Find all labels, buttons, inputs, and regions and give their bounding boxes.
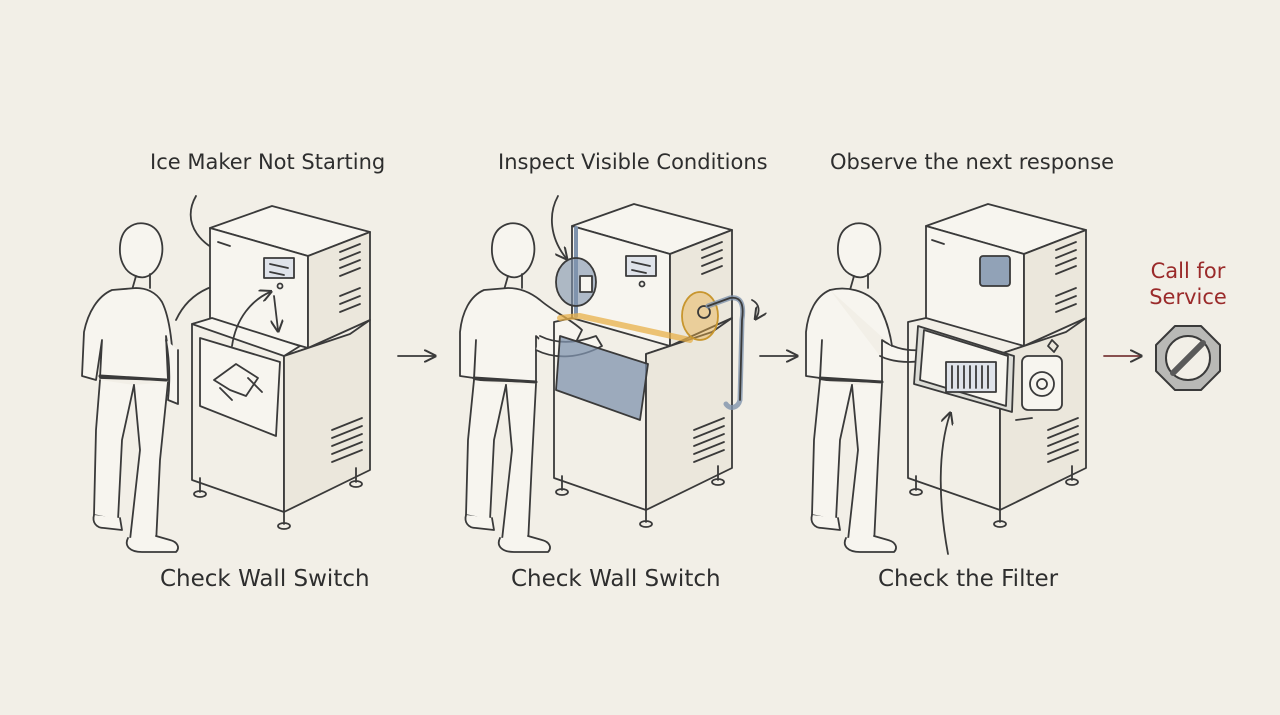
- step-3-bottom-label: Check the Filter: [878, 566, 1059, 592]
- step-3-top-label: Observe the next response: [830, 150, 1115, 174]
- ice-machine-2: [553, 203, 759, 528]
- ice-machine-3: [907, 203, 1087, 555]
- panel-3: [805, 203, 1087, 555]
- person-figure-1: [81, 222, 179, 553]
- step-2-bottom-label: Check Wall Switch: [511, 566, 721, 592]
- ice-machine-1: [191, 205, 371, 530]
- panel-1: [81, 195, 371, 553]
- no-entry-icon: [1155, 325, 1221, 391]
- call-for-service-label: Call for Service: [1149, 259, 1227, 309]
- step-1-bottom-label: Check Wall Switch: [160, 566, 370, 592]
- person-figure-3: [805, 222, 945, 553]
- panel-2: [459, 195, 759, 553]
- person-figure-2: [459, 222, 603, 553]
- step-2-top-label: Inspect Visible Conditions: [498, 150, 768, 174]
- step-1-top-label: Ice Maker Not Starting: [150, 150, 386, 174]
